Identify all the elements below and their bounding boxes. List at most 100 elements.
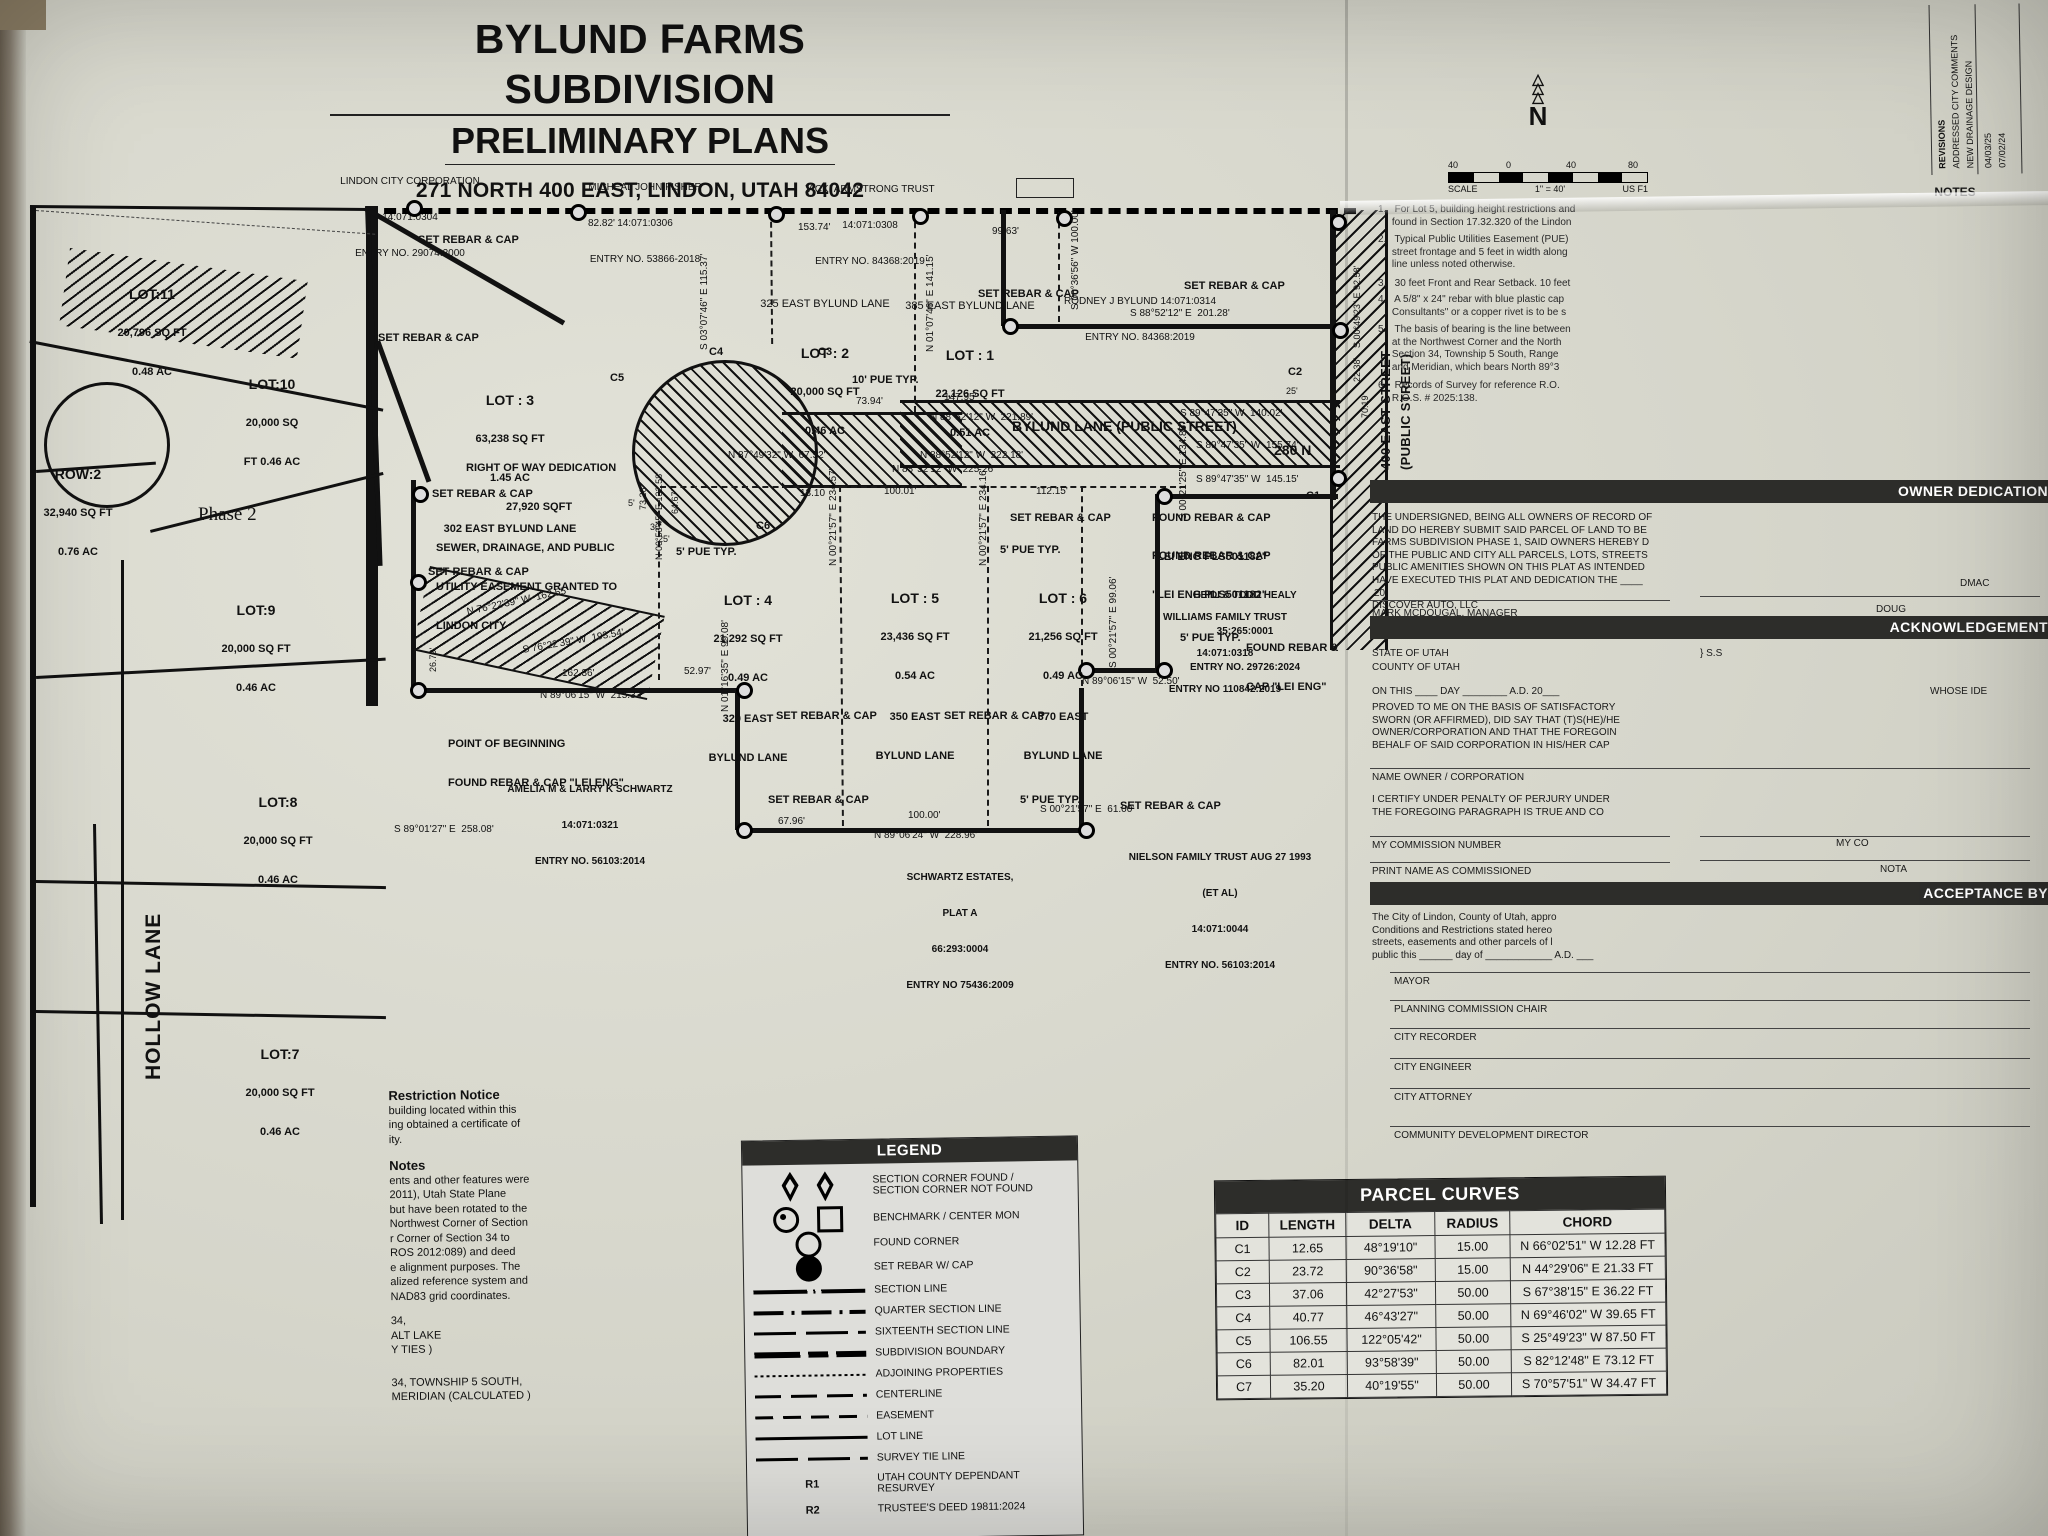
notes-item-2: 3. 30 feet Front and Rear Setback. 10 fe… — [1378, 278, 1571, 289]
site-address: 271 NORTH 400 EAST, LINDON, UTAH 84042 — [415, 179, 865, 202]
legend-label-section-line: SECTION LINE — [874, 1282, 948, 1296]
page-west-edge — [30, 207, 36, 1207]
curve-radius: 50.00 — [1435, 1280, 1511, 1305]
legend-label-lot-line: LOT LINE — [876, 1429, 924, 1443]
north-letter: N — [1528, 101, 1548, 131]
boundary-bylund-parcel — [1006, 324, 1342, 329]
set-rebar-callout-2: SET REBAR & CAP — [378, 332, 479, 344]
owner-callout-schwartz: AMELIA M & LARRY K SCHWARTZ 14:071:0321 … — [507, 784, 673, 867]
lot-line-east-1 — [1058, 212, 1060, 322]
curve-tag-c5: C5 — [610, 372, 625, 384]
legend-label-sixteenth-section: SIXTEENTH SECTION LINE — [874, 1323, 1010, 1338]
set-rebar-callout-6: SET REBAR & CAP — [944, 710, 1045, 722]
curve-delta: 93°58'39" — [1347, 1350, 1437, 1375]
lot-label-11: LOT:11 20,796 SQ FT 0.48 AC — [117, 286, 187, 378]
acknowledgement-body: PROVED TO ME ON THE BASIS OF SATISFACTOR… — [1372, 702, 1620, 751]
bearing-13: N 87°49'32" W 67.52' — [728, 450, 826, 461]
found-rebar-callout-2: FOUND REBAR & CAP "LEI ENG PLS501182" — [1152, 550, 1271, 601]
owner-callout-bylund: RODNEY J BYLUND 14:071:0314 ENTRY NO. 84… — [1063, 296, 1217, 343]
bearing-5: N 01°07'46" E 141.15' — [925, 254, 936, 352]
curve-id: C1 — [1215, 1237, 1270, 1261]
monument-lot6-ne — [1156, 488, 1173, 505]
set-rebar-callout-11: SET REBAR & CAP — [1184, 280, 1285, 292]
lot-label-1: 385 EAST BYLUND LANE LOT : 1 22,126 SQ F… — [905, 300, 1035, 439]
scale-ratio: 1" = 40' — [1534, 184, 1566, 194]
bearing-0: 82.82' — [588, 218, 615, 229]
acknowledgement-print-name: PRINT NAME AS COMMISSIONED — [1372, 866, 1532, 877]
owner-callout-armstrong: VICKI ARMSTRONG TRUST 14:071:0308 ENTRY … — [805, 184, 935, 267]
curves-col-chord: CHORD — [1509, 1209, 1665, 1235]
acknowledgement-name-owner: NAME OWNER / CORPORATION — [1372, 772, 1525, 783]
pue-5-label-1: 5' PUE TYP. — [676, 546, 737, 558]
acceptance-sig-mayor: MAYOR — [1394, 976, 1430, 987]
acknowledgement-certify: I CERTIFY UNDER PENALTY OF PERJURY UNDER… — [1372, 794, 1610, 818]
curve-id: C4 — [1216, 1306, 1270, 1330]
paper-corner — [0, 0, 46, 30]
acknowledgement-onthis: ON THIS ____ DAY ________ A.D. 20___ — [1372, 686, 1560, 697]
bearing-30: N 00°21'57" E 234.16' — [978, 468, 989, 566]
notes-item-4: 5. The basis of bearing is the line betw… — [1378, 324, 1571, 373]
bearing-10: S 89°47'35" W 140.02' — [1180, 408, 1283, 419]
curve-chord: N 66°02'51" W 12.28 FT — [1509, 1233, 1666, 1258]
400-east-street-hatch — [1330, 210, 1388, 650]
set-rebar-icon — [744, 1255, 874, 1283]
set-rebar-callout-4: SET REBAR & CAP — [428, 566, 529, 578]
notes-item-3: 4. A 5/8" x 24" rebar with blue plastic … — [1378, 294, 1567, 318]
lot-label-4: LOT : 4 21,292 SQ FT 0.49 AC 320 EAST BY… — [708, 592, 788, 764]
title-block: BYLUND FARMS SUBDIVISION PRELIMINARY PLA… — [330, 14, 950, 203]
legend-box: LEGEND SECTION CORNER FOUND / SECTION CO… — [740, 1135, 1085, 1536]
monument-nw — [406, 200, 423, 217]
lot-line-icon — [747, 1435, 877, 1441]
revision-date-0: 04/03/25 — [1982, 132, 1994, 169]
curve-delta: 46°43'27" — [1346, 1304, 1436, 1329]
curve-length: 23.72 — [1269, 1259, 1347, 1284]
legend-label-centerline: CENTERLINE — [875, 1387, 943, 1401]
curve-chord: S 82°12'48" E 73.12 FT — [1511, 1348, 1667, 1373]
lot-line-56-north — [841, 486, 1186, 488]
bearing-43: 100.00' — [908, 810, 941, 821]
scale-num-40r: 40 — [1566, 160, 1577, 170]
monument-lot6-se — [1156, 662, 1173, 679]
scale-caption-row: SCALE 1" = 40' US F1 — [1448, 184, 1648, 194]
acknowledgement-county: COUNTY OF UTAH — [1372, 662, 1460, 673]
monument-south-step — [736, 682, 753, 699]
curve-id: C7 — [1217, 1375, 1271, 1399]
acceptance-sig-attorney: CITY ATTORNEY — [1394, 1092, 1473, 1103]
acceptance-sig-cdd: COMMUNITY DEVELOPMENT DIRECTOR — [1394, 1130, 1589, 1141]
acceptance-title: ACCEPTANCE BY — [1370, 882, 2048, 905]
acknowledgement-state: STATE OF UTAH — [1372, 648, 1449, 659]
bearing-18: S 00°49'23" E 92.58' — [1352, 265, 1362, 348]
curve-chord: S 67°38'15" E 36.22 FT — [1510, 1279, 1666, 1304]
legend-label-benchmark: BENCHMARK / CENTER MON — [873, 1209, 1020, 1224]
lot-label-row2: ROW:2 32,940 SQ FT 0.76 AC — [43, 466, 113, 558]
revisions-title: REVISIONS — [1936, 119, 1948, 169]
curve-radius: 50.00 — [1435, 1326, 1512, 1351]
lot-label-6: LOT : 6 21,256 SQ FT 0.49 AC 370 EAST BY… — [1023, 590, 1103, 762]
lot-label-7: LOT:7 20,000 SQ FT 0.46 AC — [245, 1046, 315, 1138]
bearing-15: N 88°52'12" W 225.26' — [892, 464, 996, 475]
monument-south-w — [736, 822, 753, 839]
curve-length: 35.20 — [1270, 1374, 1348, 1399]
pue-5-label-4: 5' PUE TYP. — [1020, 794, 1081, 806]
bearing-25: 73.28' — [638, 485, 648, 510]
bearing-32: S 00°21'57" E 99.06' — [1108, 576, 1119, 668]
curve-tag-c2: C2 — [1288, 366, 1303, 378]
bearing-40: 52.97' — [684, 666, 711, 677]
scale-sheet: US F1 — [1622, 184, 1648, 194]
bearing-21: 100.01' — [884, 486, 917, 497]
bearing-2: 99.63' — [992, 226, 1019, 237]
bearing-19: 25' — [1286, 386, 1298, 396]
monument-w-mid — [410, 574, 427, 591]
restriction-notice-body: building located within this ing obtaine… — [388, 1103, 521, 1146]
curves-col-delta: DELTA — [1345, 1211, 1435, 1237]
bearing-6: S 88°52'12" E 201.28' — [1130, 308, 1230, 319]
monument-n3 — [912, 208, 929, 225]
scale-bar: 40 0 40 80 SCALE 1" = 40' US F1 — [1448, 160, 1648, 194]
acceptance-sig-recorder: CITY RECORDER — [1394, 1032, 1477, 1043]
page-title: BYLUND FARMS SUBDIVISION — [330, 14, 950, 116]
curve-chord: N 44°29'06" E 21.33 FT — [1510, 1256, 1666, 1281]
pue-10-label: 10' PUE TYP. — [852, 374, 919, 386]
easement-icon — [746, 1414, 876, 1420]
legend-label-section-corner: SECTION CORNER FOUND / SECTION CORNER NO… — [872, 1170, 1033, 1197]
lot-label-8: LOT:8 20,000 SQ FT 0.46 AC — [243, 794, 313, 886]
